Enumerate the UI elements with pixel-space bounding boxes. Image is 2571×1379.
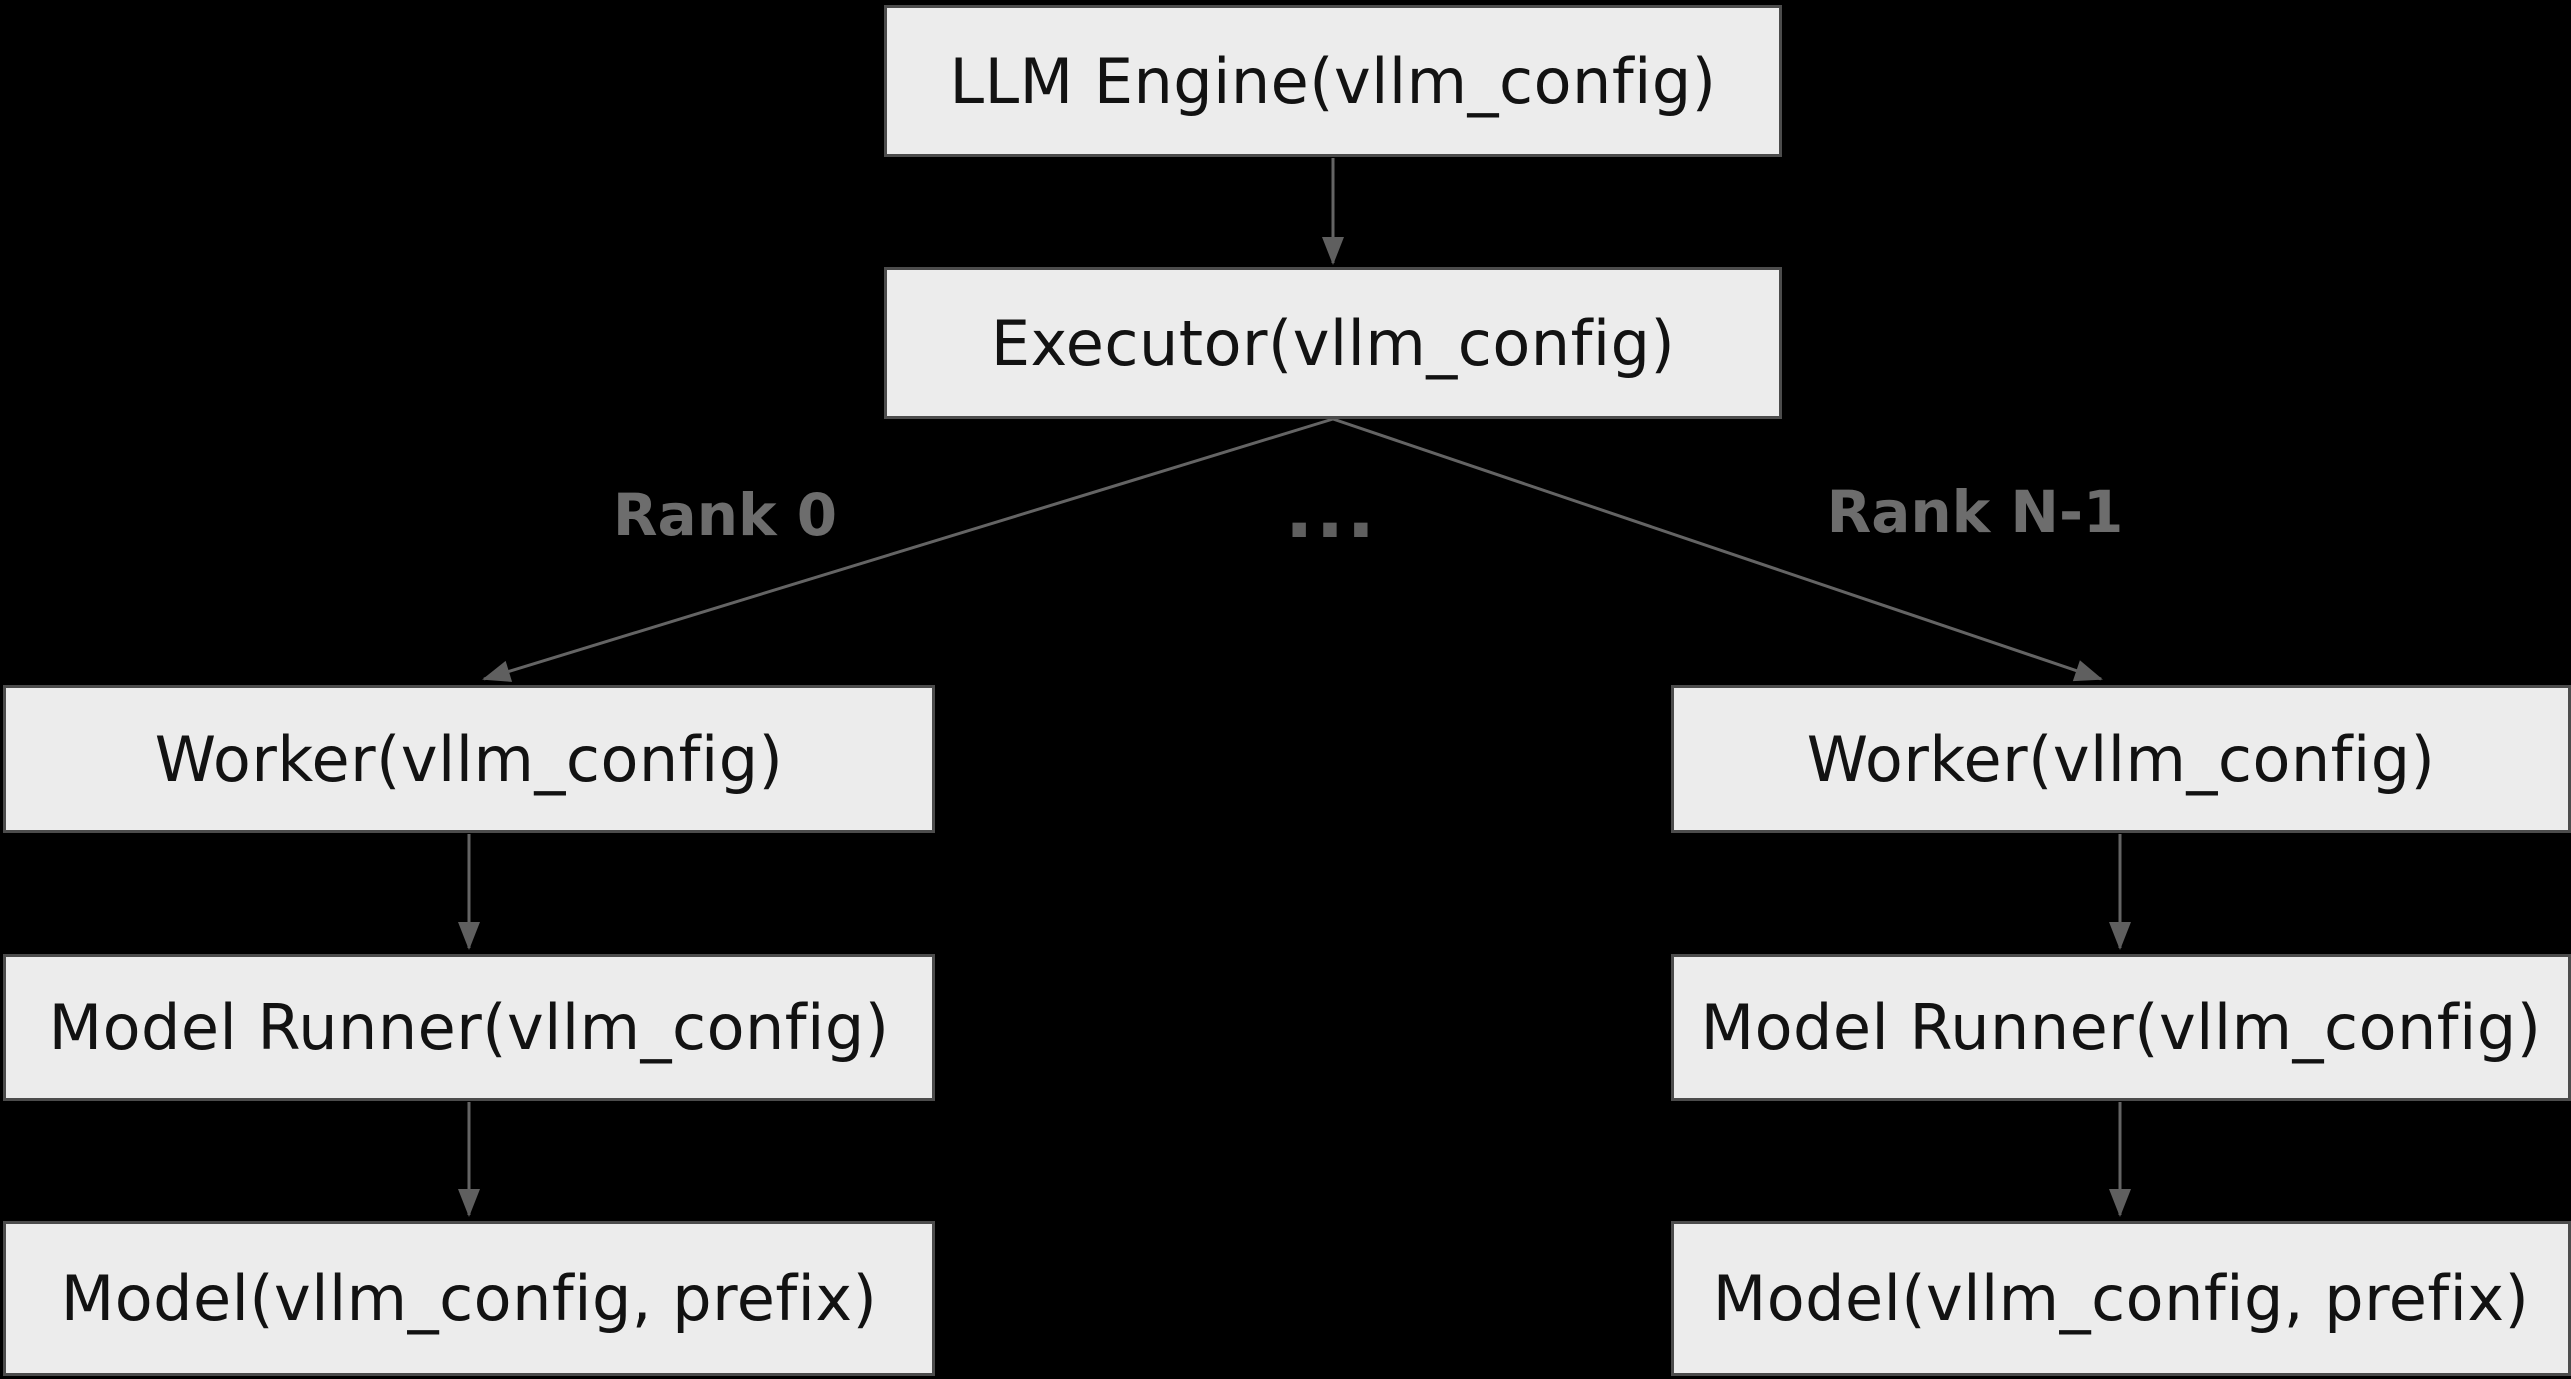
- node-executor-label: Executor(vllm_config): [990, 306, 1676, 380]
- node-worker-rank0: Worker(vllm_config): [3, 685, 935, 833]
- node-model-rankn-label: Model(vllm_config, prefix): [1712, 1262, 2530, 1335]
- edge-executor-to-worker-left: [482, 417, 1334, 682]
- node-model-runner-rankn-label: Model Runner(vllm_config): [1700, 991, 2542, 1064]
- node-model-rankn: Model(vllm_config, prefix): [1671, 1221, 2571, 1376]
- edge-label-ellipsis: ...: [1284, 466, 1378, 555]
- node-llm-engine: LLM Engine(vllm_config): [884, 5, 1782, 157]
- node-llm-engine-label: LLM Engine(vllm_config): [949, 44, 1717, 118]
- node-executor: Executor(vllm_config): [884, 267, 1782, 419]
- node-model-rank0-label: Model(vllm_config, prefix): [60, 1262, 878, 1335]
- node-model-runner-rank0-label: Model Runner(vllm_config): [48, 991, 890, 1064]
- node-worker-rank0-label: Worker(vllm_config): [154, 722, 784, 796]
- edge-label-rank-n-1: Rank N-1: [1826, 478, 2124, 546]
- node-worker-rankn-label: Worker(vllm_config): [1806, 722, 2436, 796]
- node-model-rank0: Model(vllm_config, prefix): [3, 1221, 935, 1376]
- edge-label-rank-0: Rank 0: [612, 481, 838, 549]
- node-model-runner-rankn: Model Runner(vllm_config): [1671, 954, 2571, 1101]
- node-model-runner-rank0: Model Runner(vllm_config): [3, 954, 935, 1101]
- node-worker-rankn: Worker(vllm_config): [1671, 685, 2571, 833]
- edge-executor-to-worker-right: [1332, 417, 2103, 682]
